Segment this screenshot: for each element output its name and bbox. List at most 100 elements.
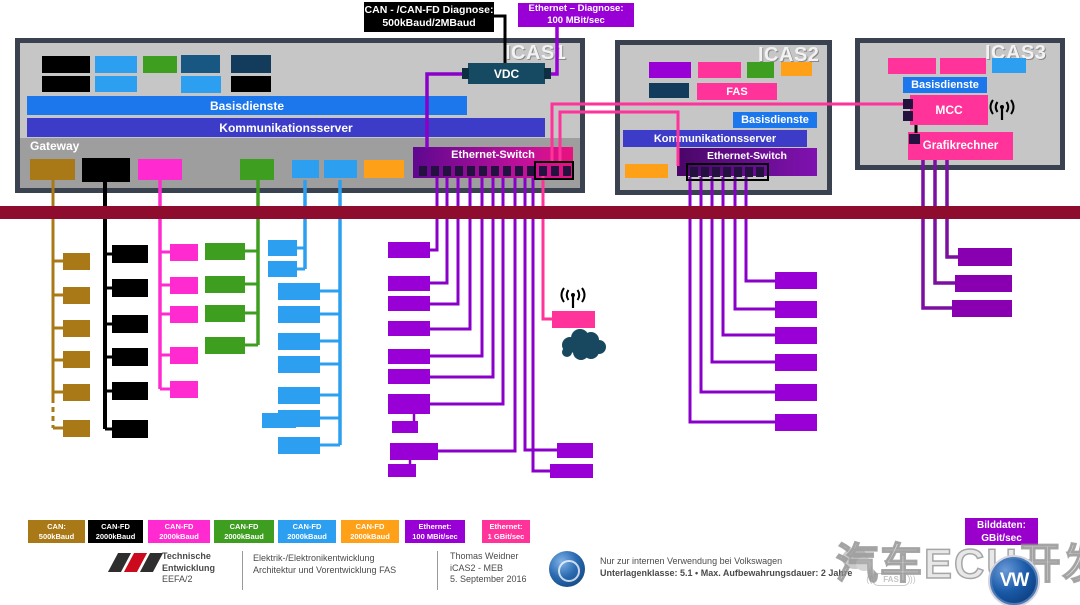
ecu-block <box>278 306 320 323</box>
ecu-block <box>63 287 90 304</box>
footer-dept-line2: Entwicklung <box>162 562 216 573</box>
connector-line <box>430 178 472 331</box>
connector-line <box>541 176 552 321</box>
connector-line <box>430 178 484 358</box>
ecu-block <box>952 300 1012 317</box>
legend-item: Ethernet:100 MBit/sec <box>405 520 465 543</box>
connector-line <box>430 178 449 285</box>
connector-line <box>733 177 775 311</box>
ecu-block <box>112 420 148 438</box>
ecu-block <box>112 279 148 297</box>
ecu-block <box>390 443 438 460</box>
icas1-kommunikationsserver-bar: Kommunikationsserver <box>27 118 545 137</box>
footer-org-line2: Architektur und Vorentwicklung FAS <box>253 564 397 575</box>
ethernet-diagnose-label: Ethernet – Diagnose: 100 MBit/sec <box>518 3 634 27</box>
ecu-block <box>170 347 198 364</box>
bilddaten-line2: GBit/sec <box>981 532 1022 544</box>
ecu-block <box>278 333 320 350</box>
bilddaten-line1: Bilddaten: <box>977 519 1026 531</box>
ecu-block <box>268 240 297 256</box>
ecu-block <box>552 311 595 328</box>
ecu-block <box>205 337 245 354</box>
ethernet-diagnose-line1: Ethernet – Diagnose: <box>528 3 624 15</box>
ecu-block <box>205 276 245 293</box>
fas-car-doodle: ((FAS)) <box>866 572 916 586</box>
bilddaten-label: Bilddaten: GBit/sec <box>965 518 1038 545</box>
ecu-block <box>112 382 148 400</box>
ecu-block <box>392 421 418 433</box>
connector-line <box>933 160 955 285</box>
legend-item: CAN:500kBaud <box>28 520 85 543</box>
connector-line <box>721 177 775 337</box>
icas3-title: ICAS3 <box>985 42 1047 64</box>
footer-org: Elektrik-/Elektronikentwicklung Architek… <box>253 553 396 576</box>
ecu-block <box>112 348 148 366</box>
ecu-block <box>388 369 430 384</box>
ecu-block <box>775 354 817 371</box>
vw-logo-letters: VW <box>999 570 1030 591</box>
ecu-block <box>170 244 198 261</box>
icas1-vdc-box: VDC <box>468 63 545 84</box>
icas1-basisdienste-bar: Basisdienste <box>27 96 467 115</box>
footer-notice-line1: Nur zur internen Verwendung bei Volkswag… <box>600 556 783 566</box>
ecu-block <box>775 384 817 401</box>
icas2-fas-box: FAS <box>697 83 777 100</box>
ecu-block <box>278 387 320 404</box>
vw-group-emblem-icon <box>549 551 585 587</box>
connector-line <box>430 178 460 306</box>
ecu-block <box>170 306 198 323</box>
connector-line <box>531 178 550 473</box>
ecu-block <box>775 327 817 344</box>
ecu-block <box>262 413 296 428</box>
can-diagnose-line1: CAN - /CAN-FD Diagnose: <box>364 3 494 16</box>
legend-item: Ethernet:1 GBit/sec <box>482 520 530 543</box>
ecu-block <box>63 420 90 437</box>
ecu-block <box>557 443 593 458</box>
ecu-block <box>112 315 148 333</box>
connector-line <box>710 177 775 364</box>
antenna-icon <box>560 287 586 308</box>
footer-dept-line3: EEFA/2 <box>162 574 193 585</box>
footer-dept: Technische Entwicklung EEFA/2 <box>162 551 215 586</box>
ecu-block <box>388 349 430 364</box>
ecu-block <box>278 356 320 373</box>
ecu-block <box>550 464 593 478</box>
icas2-kommunikationsserver-bar: Kommunikationsserver <box>623 130 807 147</box>
cloud-icon <box>562 329 606 360</box>
icas1-gateway-label: Gateway <box>30 139 80 153</box>
ecu-block <box>388 296 430 311</box>
footer-author: Thomas Weidner <box>450 551 519 561</box>
ecu-block <box>63 384 90 401</box>
footer-project: iCAS2 - MEB <box>450 562 504 573</box>
ecu-block <box>205 243 245 260</box>
icas2-title: ICAS2 <box>758 44 820 66</box>
ecu-block <box>955 275 1012 292</box>
icas2-ethernet-switch: Ethernet-Switch <box>677 148 817 176</box>
ecu-block <box>278 410 320 427</box>
ecu-block <box>388 276 430 291</box>
ecu-block <box>170 277 198 294</box>
footer-notice: Nur zur internen Verwendung bei Volkswag… <box>600 556 852 579</box>
fas-doodle-label: FAS <box>872 572 910 586</box>
ecu-block <box>388 242 430 258</box>
footer-dept-line1: Technische <box>162 551 211 561</box>
backbone-bar <box>0 206 1080 219</box>
footer-date: 5. September 2016 <box>450 574 527 585</box>
footer-author-block: Thomas Weidner iCAS2 - MEB 5. September … <box>450 551 527 586</box>
ethernet-diagnose-line2: 100 MBit/sec <box>547 15 605 26</box>
icas3-grafikrechner-box: Grafikrechner <box>908 132 1013 160</box>
footer-notice-line2: Unterlagenklasse: 5.1 • Max. Aufbewahrun… <box>600 567 853 578</box>
footer-org-line1: Elektrik-/Elektronikentwicklung <box>253 553 375 563</box>
footer-divider <box>437 551 438 590</box>
ecu-block <box>63 253 90 270</box>
footer-divider <box>242 551 243 590</box>
ecu-block <box>388 464 416 477</box>
icas1-title: ICAS1 <box>505 42 567 64</box>
connector-line <box>921 160 952 310</box>
vw-logo: VW <box>988 555 1040 605</box>
ecu-block <box>388 321 430 336</box>
